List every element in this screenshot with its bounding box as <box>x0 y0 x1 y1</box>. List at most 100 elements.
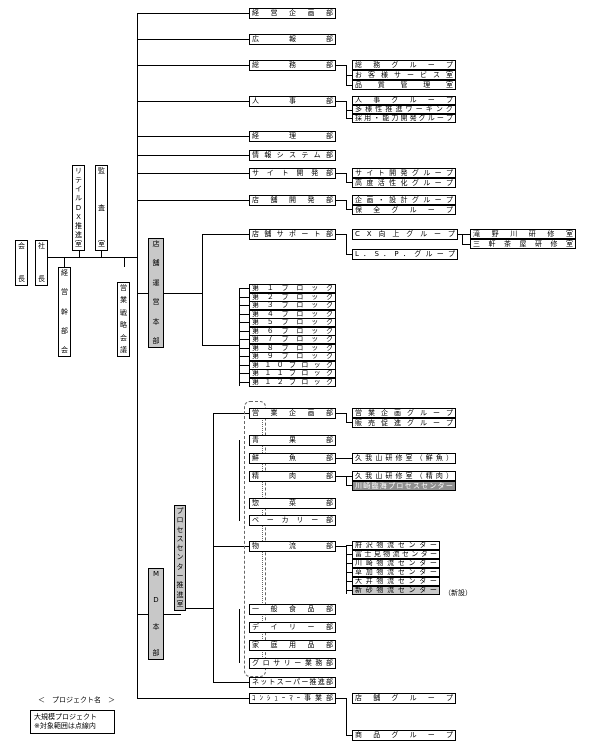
dc-box: 新砂物流センター <box>352 586 440 595</box>
dc-link-line <box>346 545 352 546</box>
soumu-group-box: 総務グループ <box>352 60 456 70</box>
hinshitsu-label: 品質管理室 <box>355 80 453 89</box>
branch-line <box>346 234 347 255</box>
jinji-group-label: 人事グループ <box>355 96 453 104</box>
branch-line <box>346 698 347 736</box>
dc-box: 草加物流センター <box>352 568 440 577</box>
branch-line <box>336 546 346 547</box>
branch-line <box>239 609 240 663</box>
branch-line <box>164 293 202 294</box>
soumu-box: 総務部 <box>249 60 336 71</box>
branch-line <box>458 234 470 235</box>
branch-line <box>336 698 346 699</box>
block-link-line <box>239 356 249 357</box>
kansa-label: 監査室 <box>98 167 105 248</box>
dc-label: 大井物流センター <box>355 577 437 585</box>
katei-label: 家庭用品部 <box>252 641 333 649</box>
branch-line <box>213 413 249 414</box>
tenpo-unei-box: 店舗運営本部 <box>148 238 164 348</box>
butsuryu-label: 物流部 <box>252 542 333 550</box>
jinji-group-box: 人事グループ <box>352 96 456 105</box>
ippan-label: 一般食品部 <box>252 605 333 613</box>
branch-line <box>346 118 352 119</box>
branch-line <box>164 614 181 615</box>
branch-line <box>336 200 346 201</box>
tayousei-label: 多様性推進ワーキング <box>355 105 453 113</box>
lsp-box: L．S．P．グループ <box>352 249 458 260</box>
tenpo-g-box: 店舗グループ <box>352 693 456 704</box>
bakery-box: ベーカリー部 <box>249 515 336 526</box>
tenpo-unei-label: 店舗運営本部 <box>152 240 160 345</box>
site-kaihatsu-box: サイト開発部 <box>249 168 336 179</box>
dc-label: 新砂物流センター <box>355 586 437 594</box>
kanbu-link-line <box>64 257 65 267</box>
site-group-box: サイト開発グループ <box>352 168 456 178</box>
seika-label: 青果部 <box>252 436 333 444</box>
consumer-box: ｺﾝｼｭｰﾏｰ事業部 <box>249 693 336 704</box>
branch-line <box>213 682 249 683</box>
kawasaki-pc-label: 川崎臨海プロセスセンター <box>355 481 453 490</box>
block-link-line <box>239 322 249 323</box>
branch-line <box>213 546 249 547</box>
kouhou-label: 広報部 <box>252 35 333 43</box>
branch-line <box>137 155 249 156</box>
branch-line <box>202 234 249 235</box>
okyakusama-box: お客様サービス室 <box>352 70 456 80</box>
eigyo-kikaku-label: 営業企画部 <box>252 409 333 417</box>
takino-box: 滝野川研修室 <box>470 229 576 239</box>
branch-line <box>346 182 352 183</box>
shouhin-g-box: 商品グループ <box>352 730 456 741</box>
keiei-kikaku-label: 経営企画部 <box>252 9 333 17</box>
spine-line <box>137 13 138 699</box>
kugayama-seiniku-box: 久我山研修室（精肉） <box>352 471 456 481</box>
hozen-box: 保全グループ <box>352 205 456 215</box>
branch-line <box>336 65 346 66</box>
grocery-label: グロサリー業務部 <box>252 659 333 667</box>
kugayama-seiniku-label: 久我山研修室（精肉） <box>355 471 453 480</box>
dc-label: 府沢物流センター <box>355 541 437 549</box>
eigyo-kikaku-group-box: 営業企画グループ <box>352 408 456 418</box>
eigyo-senryaku-label: 営業戦略会議 <box>120 284 127 354</box>
block-link-line <box>239 339 249 340</box>
hanbai-label: 販売促進グループ <box>355 418 453 427</box>
branch-line <box>346 546 347 594</box>
tenpo-support-box: 店舗サポート部 <box>249 229 336 240</box>
legend-line-1: 大規模プロジェクト <box>34 713 97 721</box>
takino-label: 滝野川研修室 <box>473 229 573 238</box>
process-center-label: プロセスセンター推進室 <box>176 507 184 608</box>
dc-link-line <box>346 572 352 573</box>
dx-link-line <box>79 250 80 258</box>
koudo-box: 高度活性化グループ <box>352 178 456 188</box>
koudo-label: 高度活性化グループ <box>355 178 453 187</box>
process-center-box: プロセスセンター推進室 <box>174 505 186 611</box>
dc-label: 富士見物流センター <box>355 550 437 558</box>
branch-line <box>336 476 352 477</box>
dc-box: 川崎物流センター <box>352 559 440 568</box>
block-link-line <box>239 347 249 349</box>
dc-link-line <box>346 554 352 555</box>
dc-label: 草加物流センター <box>355 568 437 576</box>
tenpo-kaihatsu-box: 店舗開発部 <box>249 195 336 206</box>
branch-line <box>336 234 346 235</box>
branch-line <box>239 440 240 521</box>
keiri-box: 経理部 <box>249 131 336 142</box>
lsp-label: L．S．P．グループ <box>355 250 455 258</box>
branch-line <box>336 173 346 174</box>
kansa-link-line <box>101 250 102 258</box>
kugayama-sengyo-label: 久我山研修室（鮮魚） <box>355 454 453 462</box>
hozen-label: 保全グループ <box>355 205 453 214</box>
dc-label: 川崎物流センター <box>355 559 437 567</box>
